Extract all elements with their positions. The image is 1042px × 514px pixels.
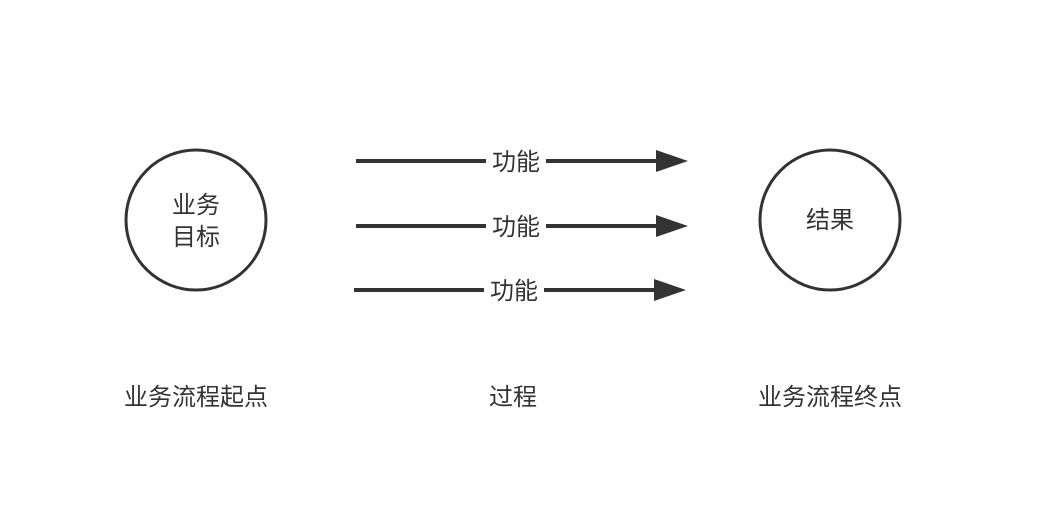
- end-node-circle: [758, 148, 902, 292]
- caption-start: 业务流程起点: [124, 383, 268, 411]
- start-node-circle: [124, 148, 268, 292]
- end-node-label: 结果: [806, 206, 854, 234]
- caption-end: 业务流程终点: [758, 383, 902, 411]
- arrow-3-label: 功能: [484, 275, 544, 307]
- start-node-label-line1: 业务: [172, 191, 220, 219]
- arrow-2-label: 功能: [486, 211, 546, 243]
- arrow-1-label: 功能: [486, 146, 546, 178]
- start-node-label: 业务 目标: [126, 189, 266, 253]
- arrow-2-head: [656, 215, 688, 237]
- arrow-1-head: [656, 150, 688, 172]
- start-node-label-line2: 目标: [172, 223, 220, 251]
- caption-middle: 过程: [489, 383, 537, 411]
- arrow-3-head: [654, 279, 686, 301]
